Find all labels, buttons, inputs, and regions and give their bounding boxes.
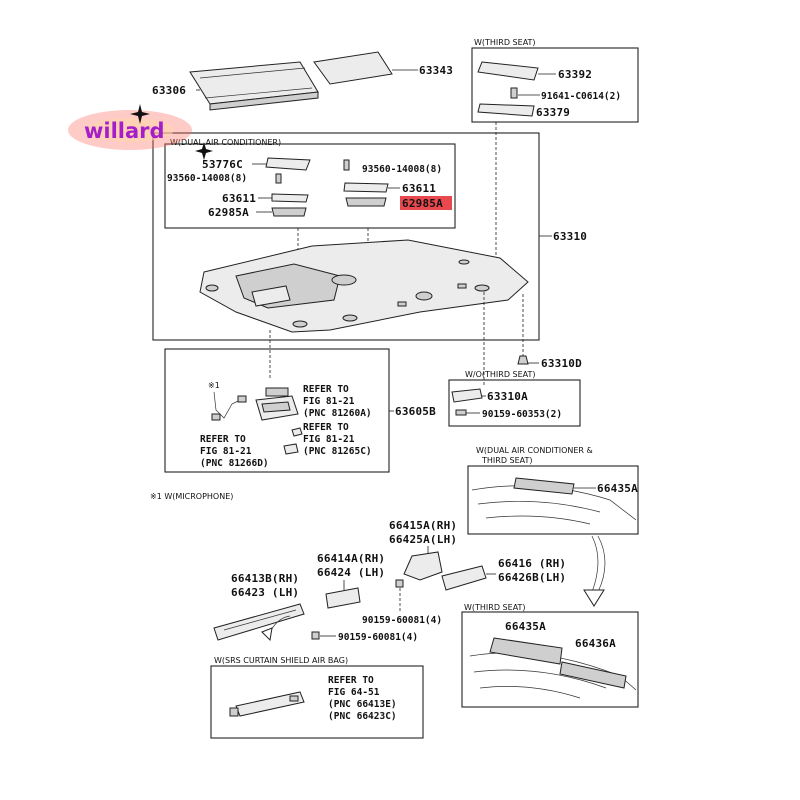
arrow-curve-down [583, 535, 606, 607]
part-63310d-clip [517, 355, 529, 365]
part-microphone [211, 391, 247, 421]
label-ref4-l3: (PNC 66413E) [328, 699, 397, 710]
screw-93560-right [343, 159, 350, 171]
part-66436a [559, 661, 627, 689]
label-63392: 63392 [558, 68, 592, 81]
label-63310: 63310 [553, 230, 587, 243]
part-66413b-rail [213, 603, 305, 642]
box-third-seat-top [471, 47, 639, 123]
label-66436a: 66436A [575, 637, 616, 650]
label-dual-third-l2: THIRD SEAT) [481, 456, 533, 465]
label-ref3-l3: (PNC 81266D) [200, 458, 269, 469]
part-63310a [451, 388, 483, 403]
label-66416: 66416 (RH) [498, 557, 566, 570]
label-93560-left: 93560-14008(8) [167, 173, 247, 184]
label-90159-b: 90159-60081(4) [338, 632, 418, 643]
label-63343: 63343 [419, 64, 453, 77]
label-ref4-l2: FIG 64-51 [328, 687, 380, 698]
label-63306: 63306 [152, 84, 186, 97]
watermark-text: willard [84, 119, 165, 143]
part-66414a [325, 587, 361, 609]
label-footnote: ※1 W(MICROPHONE) [150, 492, 233, 501]
label-66424: 66424 (LH) [317, 566, 385, 579]
part-62985a-right [345, 197, 387, 207]
label-66414a: 66414A(RH) [317, 552, 385, 565]
label-ref2-l2: FIG 81-21 [303, 434, 355, 445]
label-ref2-l3: (PNC 81265C) [303, 446, 372, 457]
box-map-lamp [164, 348, 390, 473]
label-third-seat-top: W(THIRD SEAT) [474, 38, 536, 47]
label-63310d: 63310D [541, 357, 582, 370]
label-66435a-bottom: 66435A [505, 620, 546, 633]
box-dual-air-conditioner [164, 143, 456, 229]
part-66435a-bottom [489, 637, 563, 665]
label-ref2-l1: REFER TO [303, 422, 349, 433]
label-90159-60353: 90159-60353(2) [482, 409, 562, 420]
part-63343-pad [313, 51, 393, 85]
label-note1-mark: ※1 [208, 381, 220, 390]
label-63310a: 63310A [487, 390, 528, 403]
label-ref4-l4: (PNC 66423C) [328, 711, 397, 722]
box-no-third-seat [448, 379, 581, 427]
box-srs-curtain [210, 665, 424, 739]
label-66426b: 66426B(LH) [498, 571, 566, 584]
part-63306-sunroof-panel [189, 61, 319, 111]
label-91641: 91641-C0614(2) [541, 91, 621, 102]
highlight-62985a [400, 196, 452, 210]
label-third-seat-bottom: W(THIRD SEAT) [464, 603, 526, 612]
label-ref3-l2: FIG 81-21 [200, 446, 252, 457]
label-ref4-l1: REFER TO [328, 675, 374, 686]
label-90159-a: 90159-60081(4) [362, 615, 442, 626]
willard-watermark-logo: willard [68, 104, 213, 160]
label-dual-air: W(DUAL AIR CONDITIONER) [170, 138, 281, 147]
label-dual-third-l1: W(DUAL AIR CONDITIONER & [476, 446, 593, 455]
label-63605b: 63605B [395, 405, 436, 418]
part-62985a-left [271, 207, 307, 217]
part-66416 [441, 565, 487, 591]
clip-90159-b [311, 631, 320, 640]
part-63611-right [343, 182, 389, 193]
label-63379: 63379 [536, 106, 570, 119]
box-dual-third [467, 465, 639, 535]
roof-section-bottom [469, 637, 637, 699]
screw-90159-60353 [455, 409, 467, 416]
part-srs-bracket [229, 691, 305, 717]
box-third-seat-bottom [461, 611, 639, 708]
part-53776c [265, 157, 311, 171]
label-srs: W(SRS CURTAIN SHIELD AIR BAG) [214, 656, 348, 665]
label-62985a-right: 62985A [402, 197, 443, 210]
label-66415a: 66415A(RH) [389, 519, 457, 532]
roof-section-top [471, 477, 637, 525]
label-ref1-l1: REFER TO [303, 384, 349, 395]
label-66435a-top: 66435A [597, 482, 638, 495]
label-63611-left: 63611 [222, 192, 256, 205]
part-map-lamp [255, 387, 303, 455]
part-63379 [477, 103, 535, 117]
label-66425a: 66425A(LH) [389, 533, 457, 546]
label-ref1-l2: FIG 81-21 [303, 396, 355, 407]
label-ref1-l3: (PNC 81260A) [303, 408, 372, 419]
label-62985a-left: 62985A [208, 206, 249, 219]
box-headliner-63310 [152, 132, 540, 341]
label-93560-right: 93560-14008(8) [362, 164, 442, 175]
label-no-third-seat: W/O(THIRD SEAT) [465, 370, 536, 379]
part-66415a [403, 551, 443, 581]
label-ref3-l1: REFER TO [200, 434, 246, 445]
part-headliner [199, 239, 529, 333]
screw-93560-left [275, 173, 282, 184]
part-63392 [477, 61, 539, 81]
clip-90159-a [395, 579, 404, 588]
label-66423: 66423 (LH) [231, 586, 299, 599]
label-66413b: 66413B(RH) [231, 572, 299, 585]
label-63611-right: 63611 [402, 182, 436, 195]
part-63611-left [271, 193, 309, 203]
label-53776c: 53776C [202, 158, 243, 171]
bolt-91641 [510, 87, 518, 99]
